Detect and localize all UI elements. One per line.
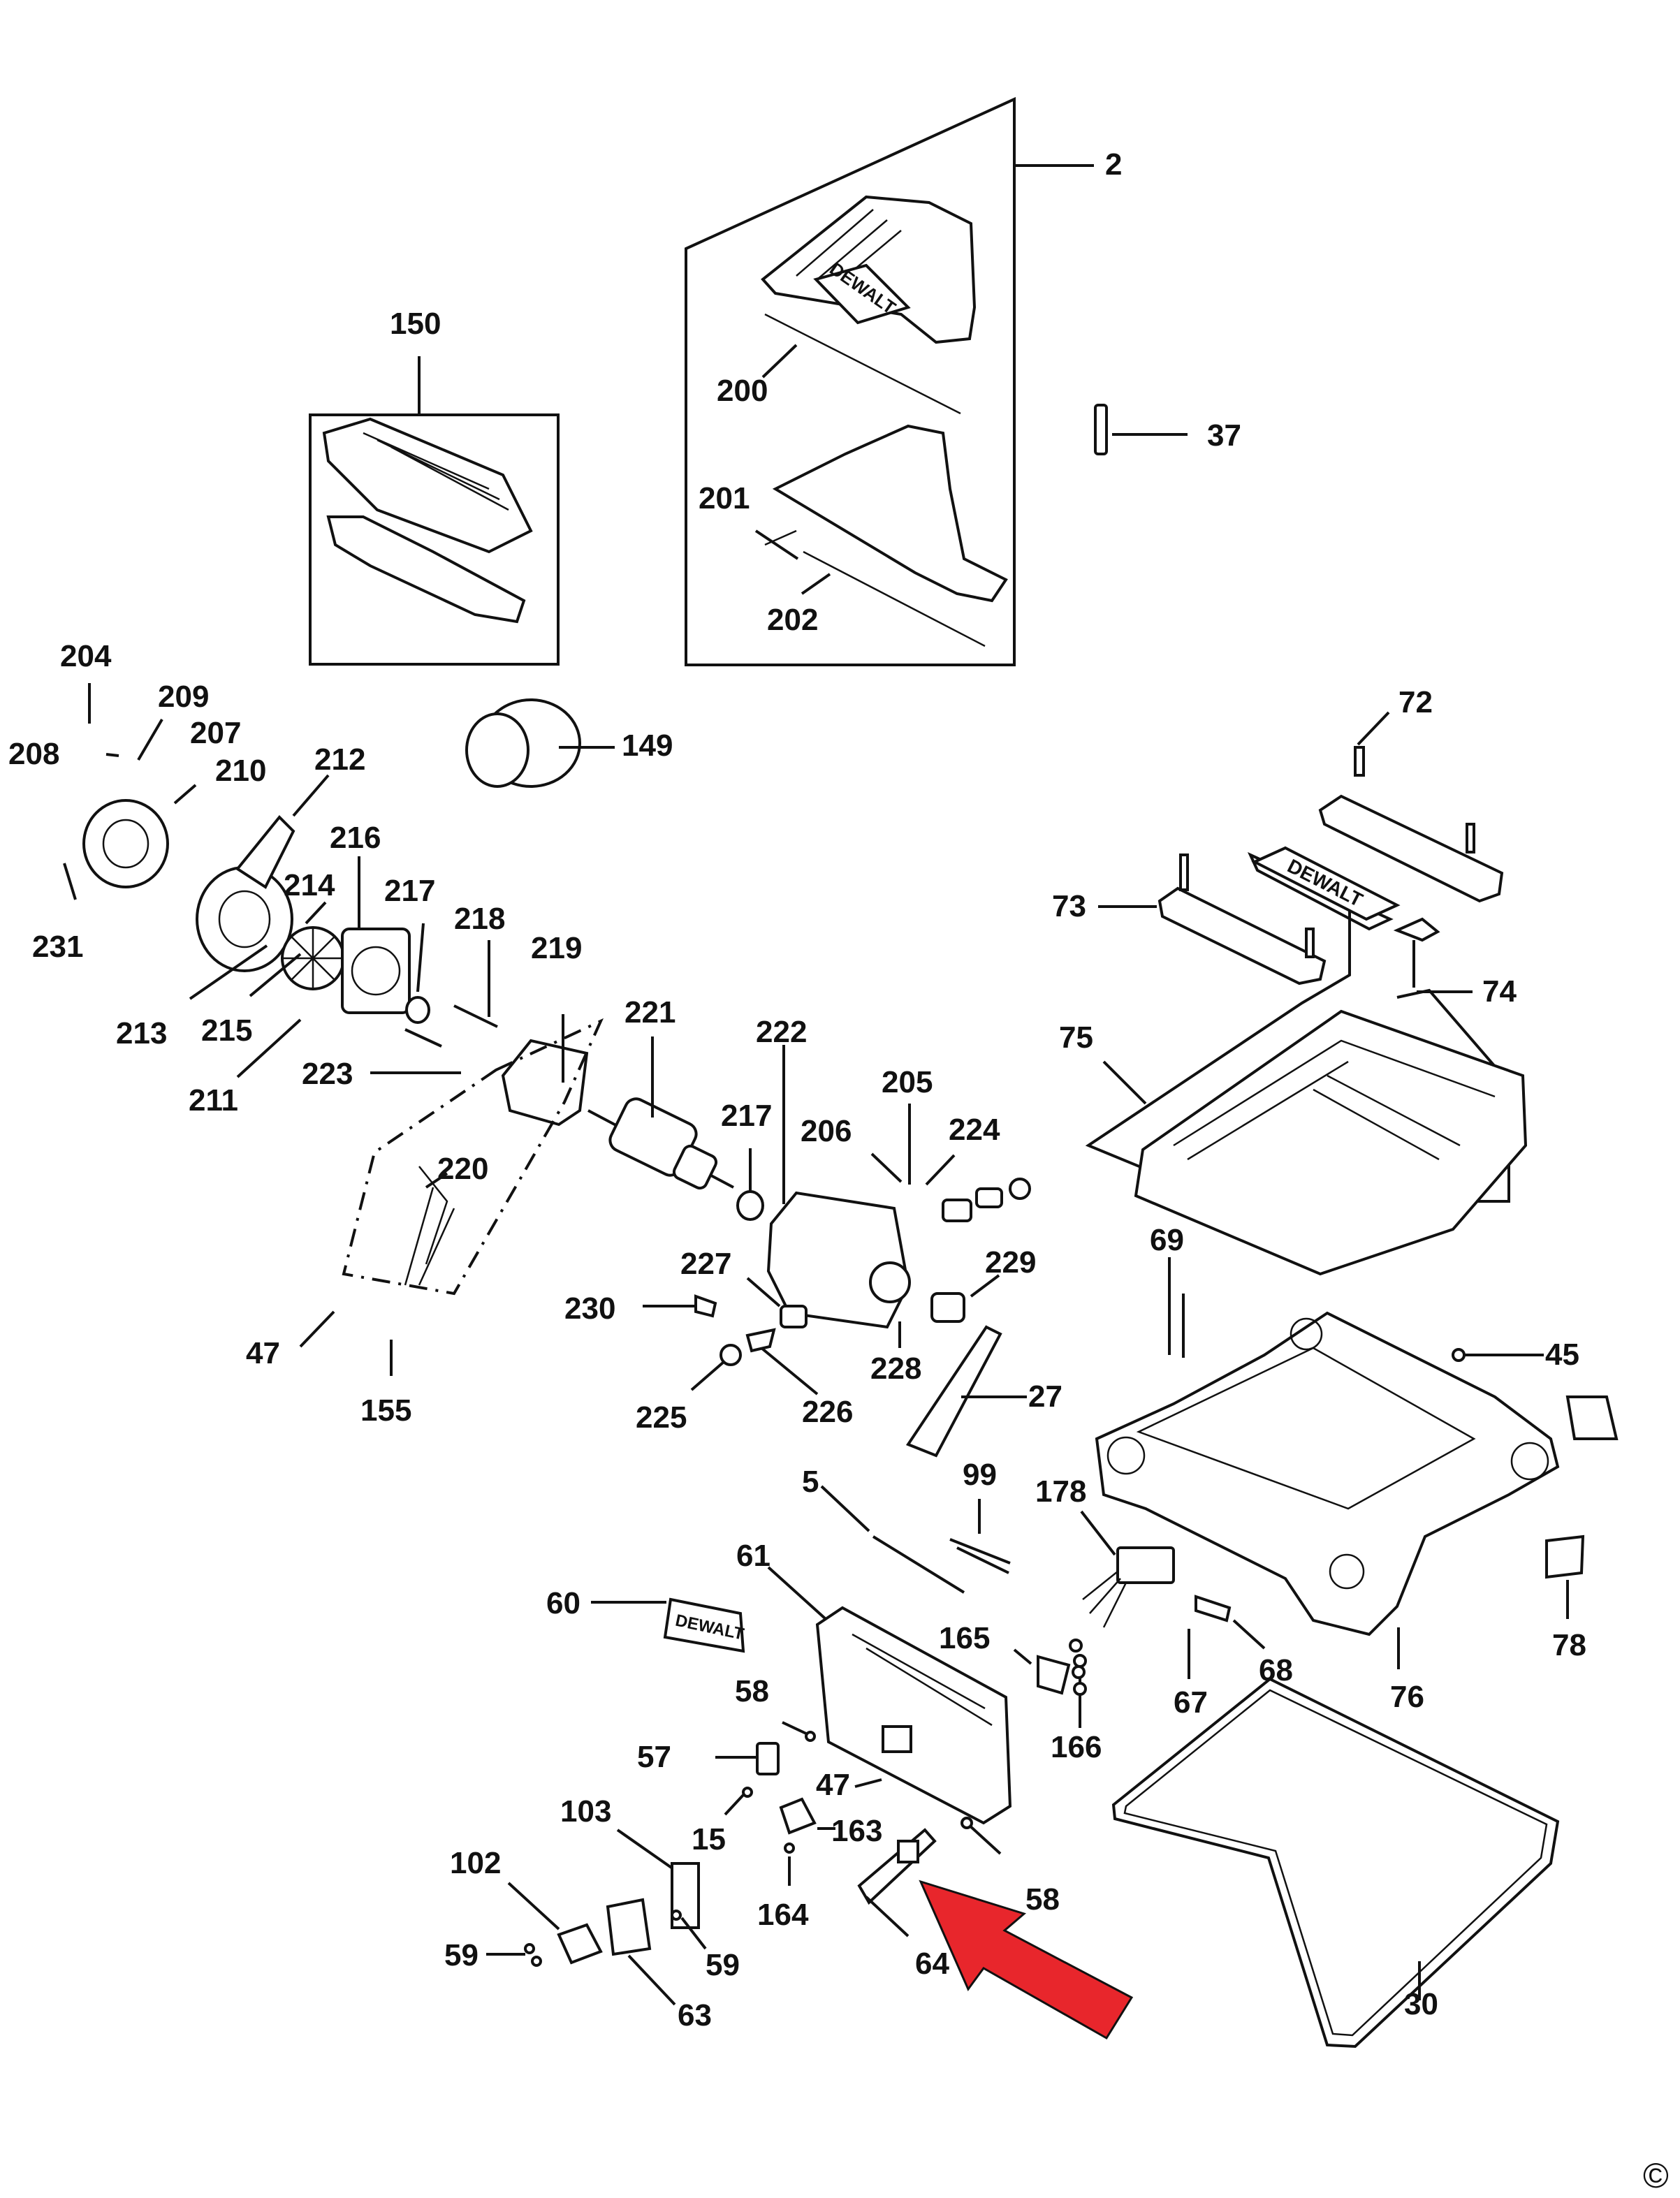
part-30-belt-loop <box>1111 1677 1560 2049</box>
callout-69: 69 <box>1150 1223 1184 1257</box>
callout-47b: 47 <box>816 1768 850 1802</box>
part-221-armature <box>587 1036 764 1221</box>
callout-211: 211 <box>189 1083 238 1118</box>
callout-217b: 217 <box>721 1099 772 1133</box>
callout-68: 68 <box>1259 1653 1293 1687</box>
top-cover-group <box>1085 711 1528 1276</box>
callout-215: 215 <box>201 1013 252 1048</box>
callout-61: 61 <box>736 1539 770 1573</box>
callout-37: 37 <box>1207 418 1241 453</box>
callout-59b: 59 <box>706 1948 740 1982</box>
callout-202: 202 <box>767 603 818 637</box>
callout-149: 149 <box>622 728 673 763</box>
callout-205: 205 <box>882 1065 933 1099</box>
callout-166: 166 <box>1051 1730 1102 1764</box>
callout-207: 207 <box>190 716 241 750</box>
callout-206: 206 <box>801 1114 852 1148</box>
cable-group-5-99 <box>820 1294 1466 1594</box>
callout-78: 78 <box>1552 1628 1586 1662</box>
callout-75: 75 <box>1059 1020 1093 1055</box>
callout-201: 201 <box>699 481 750 515</box>
fan-housing-group <box>63 683 498 1078</box>
callout-200: 200 <box>717 374 768 408</box>
callout-230: 230 <box>564 1291 615 1326</box>
callout-27: 27 <box>1028 1379 1062 1414</box>
callout-216: 216 <box>330 821 381 855</box>
callout-228: 228 <box>870 1351 921 1386</box>
callout-209: 209 <box>158 680 209 714</box>
callout-164: 164 <box>757 1898 809 1932</box>
callout-225: 225 <box>636 1400 687 1435</box>
callout-178: 178 <box>1035 1474 1086 1509</box>
callout-73: 73 <box>1052 889 1086 923</box>
callout-218: 218 <box>454 902 505 936</box>
stator-and-wiring-group <box>299 1014 604 1376</box>
callout-30: 30 <box>1404 1987 1438 2021</box>
callout-47a: 47 <box>246 1336 280 1370</box>
part-222-motor-housing <box>643 1045 1031 1458</box>
callout-76: 76 <box>1390 1680 1424 1714</box>
callout-72: 72 <box>1398 685 1433 719</box>
callout-99: 99 <box>963 1458 997 1492</box>
callout-210: 210 <box>215 754 266 788</box>
copyright-mark: © <box>1643 2156 1669 2195</box>
callout-204: 204 <box>60 639 112 673</box>
callout-74: 74 <box>1482 974 1517 1009</box>
callout-229: 229 <box>985 1245 1036 1280</box>
callout-103: 103 <box>560 1794 611 1829</box>
callout-58a: 58 <box>735 1674 769 1708</box>
callout-231: 231 <box>32 930 83 964</box>
callout-227: 227 <box>680 1247 731 1281</box>
callout-163: 163 <box>831 1814 882 1848</box>
callout-5: 5 <box>802 1465 819 1499</box>
callout-2: 2 <box>1105 147 1122 182</box>
callout-212: 212 <box>314 742 365 777</box>
assembly-150-blade-guard <box>309 356 560 666</box>
callout-102: 102 <box>450 1846 501 1880</box>
callout-214: 214 <box>284 868 335 902</box>
callout-222: 222 <box>756 1015 807 1049</box>
callout-208: 208 <box>8 737 59 771</box>
callout-15: 15 <box>692 1822 726 1856</box>
callout-165: 165 <box>939 1621 990 1655</box>
callout-45: 45 <box>1545 1338 1579 1372</box>
callout-57: 57 <box>637 1740 671 1774</box>
callout-226: 226 <box>802 1395 853 1429</box>
callout-63: 63 <box>678 1998 712 2032</box>
callout-labels: 2 150 200 37 201 202 204 72 209 149 208 … <box>8 147 1586 2032</box>
callout-67: 67 <box>1174 1685 1208 1720</box>
callout-217a: 217 <box>384 874 435 908</box>
callout-220: 220 <box>437 1152 488 1186</box>
callout-60: 60 <box>546 1586 580 1620</box>
part-37-pin <box>1094 404 1188 455</box>
callout-219: 219 <box>531 931 582 965</box>
callout-213: 213 <box>116 1016 167 1050</box>
part-149-spacer-ring <box>465 698 615 788</box>
callout-224: 224 <box>949 1113 1000 1147</box>
callout-223: 223 <box>302 1057 353 1091</box>
front-panel-group <box>486 1566 1087 2006</box>
highlight-arrow <box>919 1880 1134 2040</box>
callout-150: 150 <box>390 307 441 341</box>
callout-59a: 59 <box>444 1938 479 1972</box>
base-frame-group <box>1069 1257 1619 1728</box>
callout-155: 155 <box>360 1393 411 1428</box>
callout-221: 221 <box>624 995 675 1030</box>
callout-64: 64 <box>915 1947 949 1981</box>
callout-58b: 58 <box>1025 1882 1060 1917</box>
